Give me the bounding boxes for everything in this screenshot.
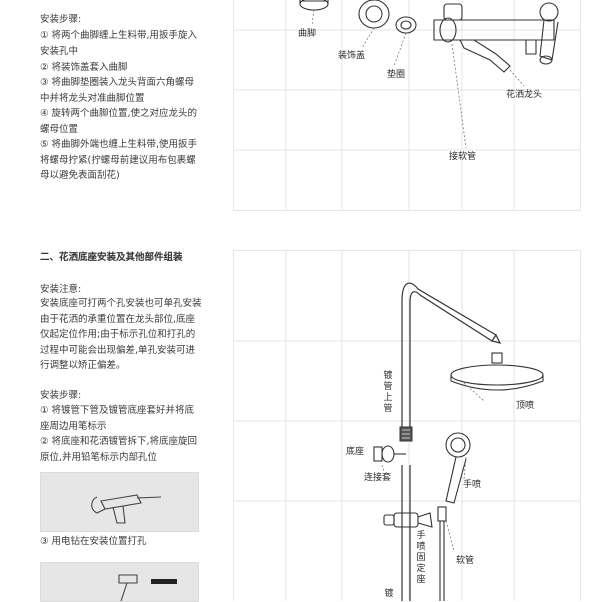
- drill-illustration: [41, 473, 198, 531]
- section1-step-2: ② 将装饰盖套入曲脚: [40, 62, 128, 73]
- gasket-part: [395, 16, 417, 34]
- section2-step-3: ③ 用电钻在安装位置打孔: [40, 536, 147, 547]
- label-connector: 连接套: [364, 473, 392, 483]
- section1-step-1: ① 将两个曲脚缠上生料带,用扳手旋入安装孔中: [40, 30, 198, 57]
- section1-step-3: ③ 将曲脚垫圈装入龙头背面六角螺母中并将龙头对准曲脚位置: [40, 77, 195, 104]
- label-hand-shower: 手喷: [463, 480, 482, 490]
- section1-step-5: ⑤ 将曲脚外端也缠上生料带,使用扳手将螺母拧紧(拧螺母前建议用布包裹螺母以避免表…: [40, 139, 198, 181]
- section2-notes: 安装底座可打两个孔安装也可单孔安装由于花洒的承重位置在龙头部位,底座仅起定位作用…: [40, 298, 202, 371]
- section2-step-2: ② 将底座和花洒镀管拆下,将底座旋回原位,并用铅笔标示内部孔位: [40, 436, 198, 463]
- label-hose: 软管: [456, 556, 475, 566]
- section2-steps-title: 安装步骤:: [40, 390, 82, 401]
- faucet-diagram: [234, 0, 580, 210]
- label-upper-pipe: 镀管上管: [383, 371, 393, 414]
- label-hand-holder: 手喷固定座: [416, 531, 426, 585]
- label-curved-leg: 曲脚: [298, 29, 317, 39]
- upper-pipe-part: [401, 282, 502, 427]
- base-part: [373, 445, 406, 463]
- hand-shower-part: [445, 432, 471, 504]
- grid-lines: [234, 251, 580, 601]
- section1-step-4: ④ 旋转两个曲脚位置,使之对应龙头的螺母位置: [40, 108, 198, 135]
- faucet-diagram-panel: 曲脚 装饰盖 垫圈 花洒龙头 接软管: [233, 0, 581, 211]
- top-shower-part: [450, 352, 544, 391]
- leader-lines: [381, 382, 485, 552]
- label-hose-joint: 接软管: [449, 152, 477, 162]
- shower-diagram: [234, 251, 580, 601]
- decor-cover-part: [358, 0, 390, 29]
- drill-photo: [40, 472, 199, 532]
- grid-lines: [234, 0, 580, 210]
- hose-part: [437, 506, 447, 601]
- label-decor-cover: 装饰盖: [338, 51, 366, 61]
- leader-lines: [311, 9, 525, 149]
- hand-holder-part: [383, 512, 433, 528]
- lower-pipe-part: [401, 465, 411, 601]
- label-base: 底座: [346, 447, 365, 457]
- hammer-illustration: [41, 563, 198, 601]
- label-gasket: 垫圈: [387, 70, 406, 80]
- faucet-body-part: [433, 2, 559, 73]
- label-lower-pipe: 镀: [384, 589, 394, 599]
- label-top-shower: 顶喷: [516, 401, 535, 411]
- section1-steps-title: 安装步骤:: [40, 14, 82, 25]
- curved-leg-part: [299, 0, 329, 11]
- section2-title: 二、花洒底座安装及其他部件组装: [40, 252, 183, 263]
- label-shower-faucet: 花洒龙头: [506, 90, 543, 100]
- hammer-photo: [40, 562, 199, 602]
- section2-notes-title: 安装注意:: [40, 284, 82, 295]
- shower-diagram-panel: 镀管上管 顶喷 底座 连接套 手喷 手喷固定座 软管 镀: [233, 250, 581, 601]
- connector-part: [399, 426, 413, 442]
- section2-step-1: ① 将镀管下管及镀管底座套好并将底座周边用笔标示: [40, 405, 195, 432]
